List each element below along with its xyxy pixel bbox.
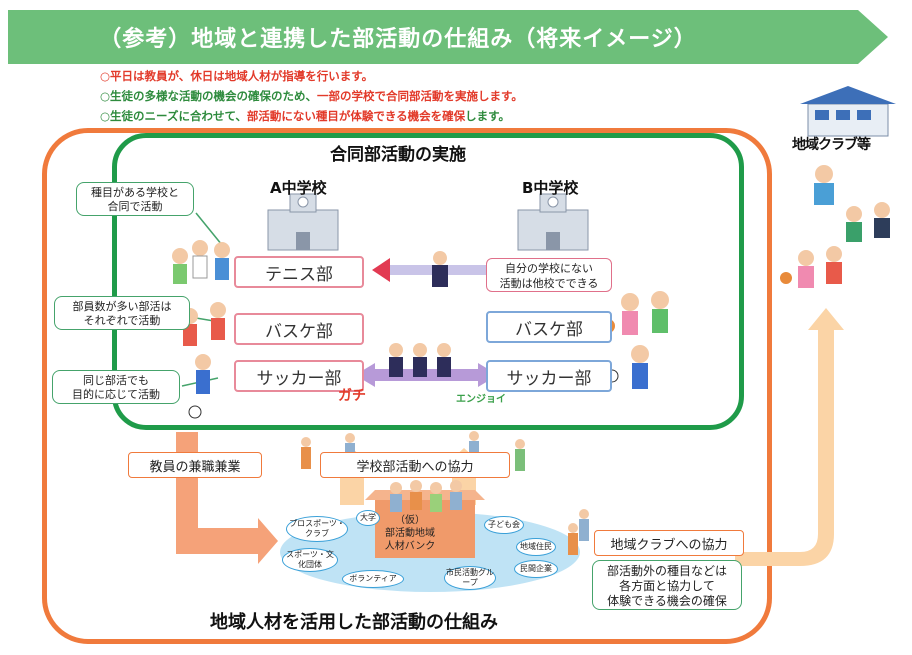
bullet-1: ○平日は教員が、休日は地域人材が指導を行います。 [100,69,374,83]
school-a-label: A中学校 [270,179,327,197]
group-university: 大学 [356,510,380,526]
joint-club-title: 合同部活動の実施 [330,145,466,165]
callout-separate-activity: 部員数が多い部活はそれぞれで活動 [54,296,190,330]
students-soccer-group-icon [389,343,451,377]
group-kids-association: 子ども会 [484,516,524,534]
club-a-tennis: テニス部 [234,256,364,288]
club-a-soccer: サッカー部 [234,360,364,392]
title-banner [8,10,888,64]
outer-system-frame [42,128,772,644]
adult-helpers-icon [301,431,589,555]
club-a-basketball: バスケ部 [234,313,364,345]
bullet-2: ○生徒の多様な活動の機会の確保のため、一部の学校で合同部活動を実施します。 [100,89,523,103]
group-private-companies: 民間企業 [514,560,558,578]
group-pro-sports: プロスポーツ・クラブ [286,516,348,542]
group-citizen-groups: 市民活動グループ [444,566,496,590]
other-school-note: 自分の学校にない 活動は他校でできる [486,258,612,292]
talent-bank-title: （仮） 部活動地域 人材バンク [384,515,436,552]
school-cooperation-label: 学校部活動への協力 [320,452,510,478]
tag-kachi: ガチ [338,388,366,404]
local-club-people-icon [780,165,890,288]
tag-enjoy: エンジョイ [456,394,506,405]
school-b-label: B中学校 [522,179,579,197]
group-volunteers: ボランティア [342,570,404,588]
kids-tennis-icon [172,240,230,284]
teacher-side-job-label: 教員の兼職兼業 [128,452,262,478]
joint-club-frame [112,133,744,430]
local-club-cooperation-label: 地域クラブへの協力 [594,530,744,556]
school-b-building-icon [517,193,589,251]
callout-joint-activity: 種目がある学校と合同で活動 [76,182,194,216]
experience-note: 部活動外の種目などは 各方面と協力して 体験できる機会の確保 [592,560,742,610]
local-club-title: 地域クラブ等 [792,137,871,153]
kids-soccer-a-icon [188,354,211,419]
page-title: （参考）地域と連携した部活動の仕組み（将来イメージ） [99,27,697,52]
kids-soccer-b-icon [605,345,649,389]
group-sports-culture: スポーツ・文化団体 [282,548,338,572]
student-walking-icon [432,251,448,287]
group-residents: 地域住民 [516,538,556,556]
community-building-icon [800,86,896,137]
system-title: 地域人材を活用した部活動の仕組み [210,612,498,633]
club-b-soccer: サッカー部 [486,360,612,392]
school-a-building-icon [267,193,339,251]
club-b-basketball: バスケ部 [486,311,612,343]
callout-purpose-activity: 同じ部活でも目的に応じて活動 [52,370,180,404]
bullet-3: ○生徒のニーズに合わせて、部活動にない種目が体験できる機会を確保します。 [100,109,511,123]
